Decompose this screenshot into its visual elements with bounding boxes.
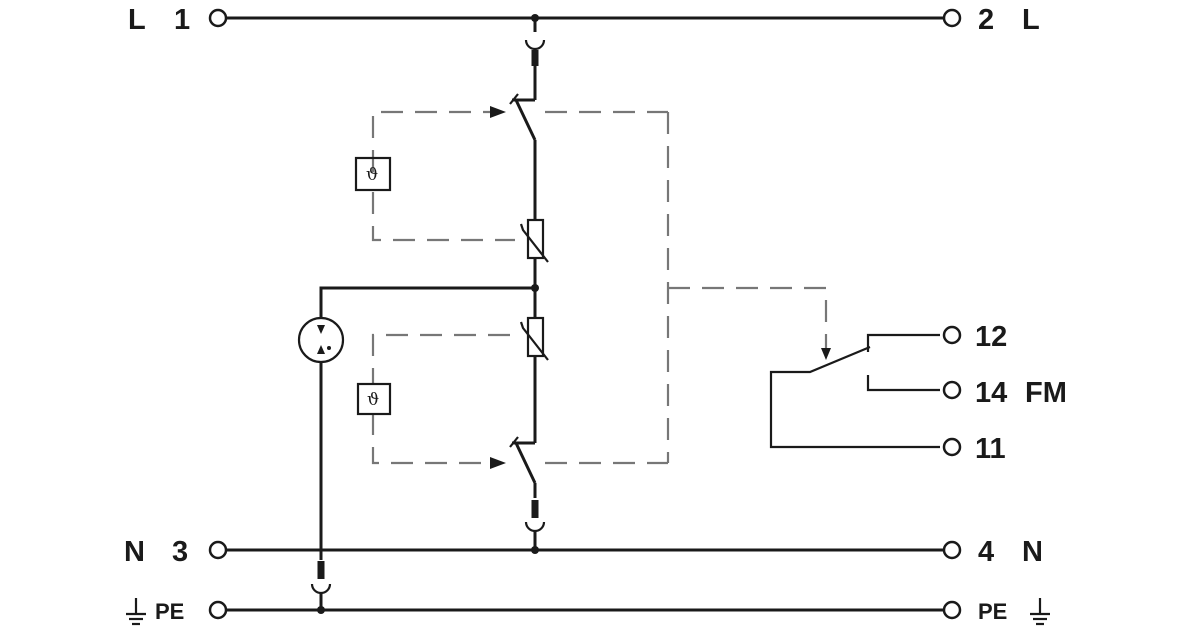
thermal-link-lower: ϑ <box>356 333 510 469</box>
terminal-2[interactable] <box>942 8 962 28</box>
label-l-out-number: 2 <box>978 4 994 36</box>
label-relay-11: 11 <box>975 433 1006 465</box>
terminal-1[interactable] <box>208 8 228 28</box>
thermal-sensor-icon <box>354 156 392 192</box>
label-relay-14: 14 <box>975 377 1007 409</box>
thermal-sensor-icon <box>356 382 392 416</box>
terminal-4[interactable] <box>942 540 962 560</box>
label-l-in-number: 1 <box>174 4 190 36</box>
ground-icon-right <box>1030 598 1050 626</box>
gas-discharge-tube <box>297 286 535 614</box>
protection-path <box>509 14 549 554</box>
terminal-pe-in[interactable] <box>208 600 228 620</box>
thermal-symbol: ϑ <box>366 165 378 185</box>
remote-signal-link <box>545 110 831 465</box>
label-n-in-name: N <box>124 536 145 568</box>
label-l-in-name: L <box>128 4 146 36</box>
thermal-link-upper: ϑ <box>354 106 515 242</box>
label-pe-in: PE <box>155 599 184 624</box>
label-n-in-number: 3 <box>172 536 188 568</box>
terminal-3[interactable] <box>208 540 228 560</box>
label-relay-12: 12 <box>975 321 1007 353</box>
terminal-pe-out[interactable] <box>942 600 962 620</box>
ground-icon-left <box>126 598 146 626</box>
thermal-symbol: ϑ <box>367 390 379 410</box>
label-relay-fm: FM <box>1025 377 1067 409</box>
terminal-11[interactable] <box>942 437 962 457</box>
terminal-12[interactable] <box>942 325 962 345</box>
label-pe-out: PE <box>978 599 1007 624</box>
label-n-out-name: N <box>1022 536 1043 568</box>
label-l-out-name: L <box>1022 4 1040 36</box>
terminal-14[interactable] <box>942 380 962 400</box>
relay-contact <box>769 333 940 449</box>
label-n-out-number: 4 <box>978 536 994 568</box>
